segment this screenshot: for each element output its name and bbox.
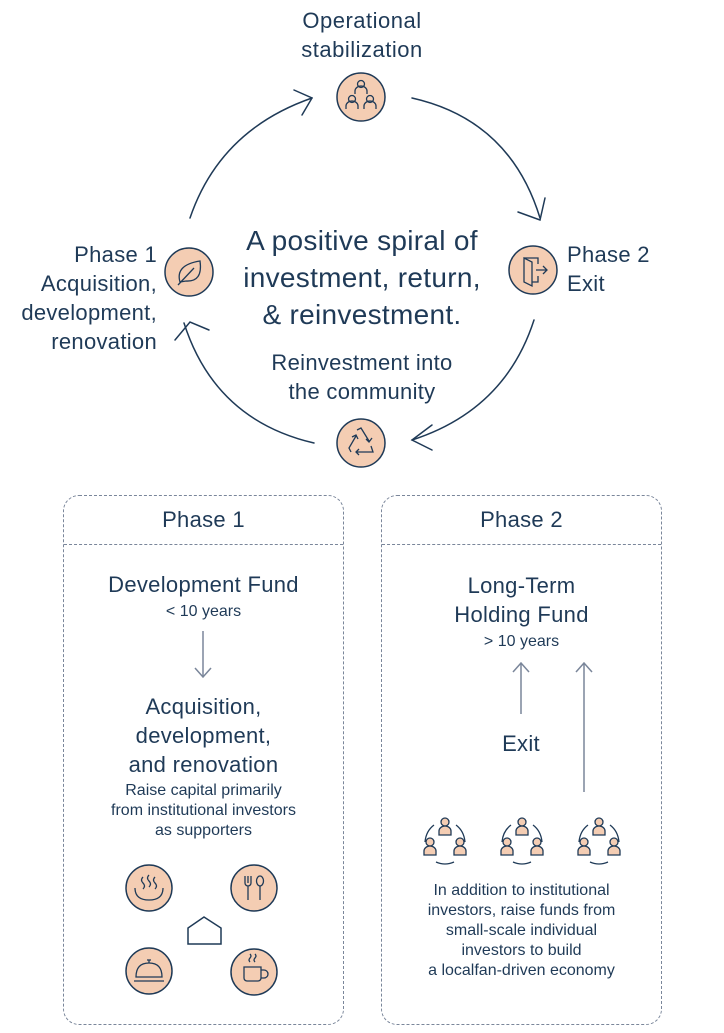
exit-door-icon [508,245,558,295]
phase1-box-title: Phase 1 [162,507,245,532]
bottom-label-line: Reinvestment into [271,350,453,375]
center-title-line: & reinvestment. [262,299,462,330]
bottom-label-line: the community [288,379,436,404]
left-label-line: Phase 1 [74,242,157,267]
center-title-line: A positive spiral of [246,225,478,256]
phase2-exit-label: Exit [502,731,540,756]
recycle-icon [336,418,386,468]
top-node-label: Operational stabilization [240,6,484,64]
phase1-down-arrow [194,631,212,679]
arrowhead-left [174,321,210,341]
phase2-box-title: Phase 2 [480,507,563,532]
cycle-diagram [164,72,558,468]
arc-bottom-to-left [183,322,315,444]
phase1-fund-name: Development Fund [108,572,299,597]
phase1-box: Phase 1 Development Fund < 10 years Acqu… [63,495,344,1025]
phase2-community-icons [423,817,621,865]
arc-left-to-top [189,97,313,219]
cycle-center-title: A positive spiral of investment, return,… [210,222,514,333]
phase1-activity: Acquisition, development, and renovation [64,692,343,779]
cloche-icon [125,947,173,995]
description-line: a localfan-driven economy [428,962,615,979]
description-line: In addition to institutional [433,882,610,899]
phase1-duration: < 10 years [165,603,242,620]
center-title-line: investment, return, [243,262,481,293]
phase2-up-arrows [512,661,593,792]
activity-line: Acquisition, [145,694,262,719]
activity-line: development, [135,723,272,748]
leaf-icon [164,247,214,297]
description-line: investors to build [461,942,582,959]
arrowhead-right [517,197,546,221]
right-label-line: Exit [567,271,605,296]
right-label-line: Phase 2 [567,242,650,267]
long-up-arrow [575,661,593,792]
phase1-icons [125,864,278,996]
fund-name-line: Holding Fund [454,602,589,627]
left-label-line: development, [21,300,157,325]
activity-line: and renovation [128,752,279,777]
fund-name-line: Long-Term [467,573,576,598]
top-label-line: stabilization [301,37,423,62]
top-label-line: Operational [302,8,422,33]
phase2-duration: > 10 years [483,633,560,650]
community-group-icon [500,817,544,865]
people-group-icon [336,72,386,122]
hot-spring-icon [125,864,173,912]
left-label-line: Acquisition, [40,271,157,296]
arc-top-to-right [411,97,541,219]
right-node-label: Phase 2 Exit [567,240,717,298]
community-group-icon [577,817,621,865]
arrowhead-top [293,89,314,116]
exit-up-arrow [512,661,530,714]
phase2-box-header: Phase 2 [382,496,661,545]
phase2-fund-name: Long-Term Holding Fund [382,571,661,629]
arrowhead-bottom [410,424,433,451]
left-node-label: Phase 1 Acquisition, development, renova… [0,240,157,356]
description-line: as supporters [155,822,252,839]
community-group-icon [423,817,467,865]
fork-spoon-icon [230,864,278,912]
arc-right-to-bottom [411,319,535,441]
phase2-description: In addition to institutional investors, … [382,881,661,981]
description-line: from institutional investors [111,802,296,819]
left-label-line: renovation [51,329,157,354]
description-line: investors, raise funds from [427,902,616,919]
phase1-box-header: Phase 1 [64,496,343,545]
house-icon [187,916,222,945]
description-line: small-scale individual [445,922,598,939]
description-line: Raise capital primarily [125,782,282,799]
phase1-description: Raise capital primarily from institution… [64,781,343,841]
bottom-node-label: Reinvestment into the community [230,348,494,406]
phase2-box: Phase 2 Long-Term Holding Fund > 10 year… [381,495,662,1025]
coffee-cup-icon [230,948,278,996]
